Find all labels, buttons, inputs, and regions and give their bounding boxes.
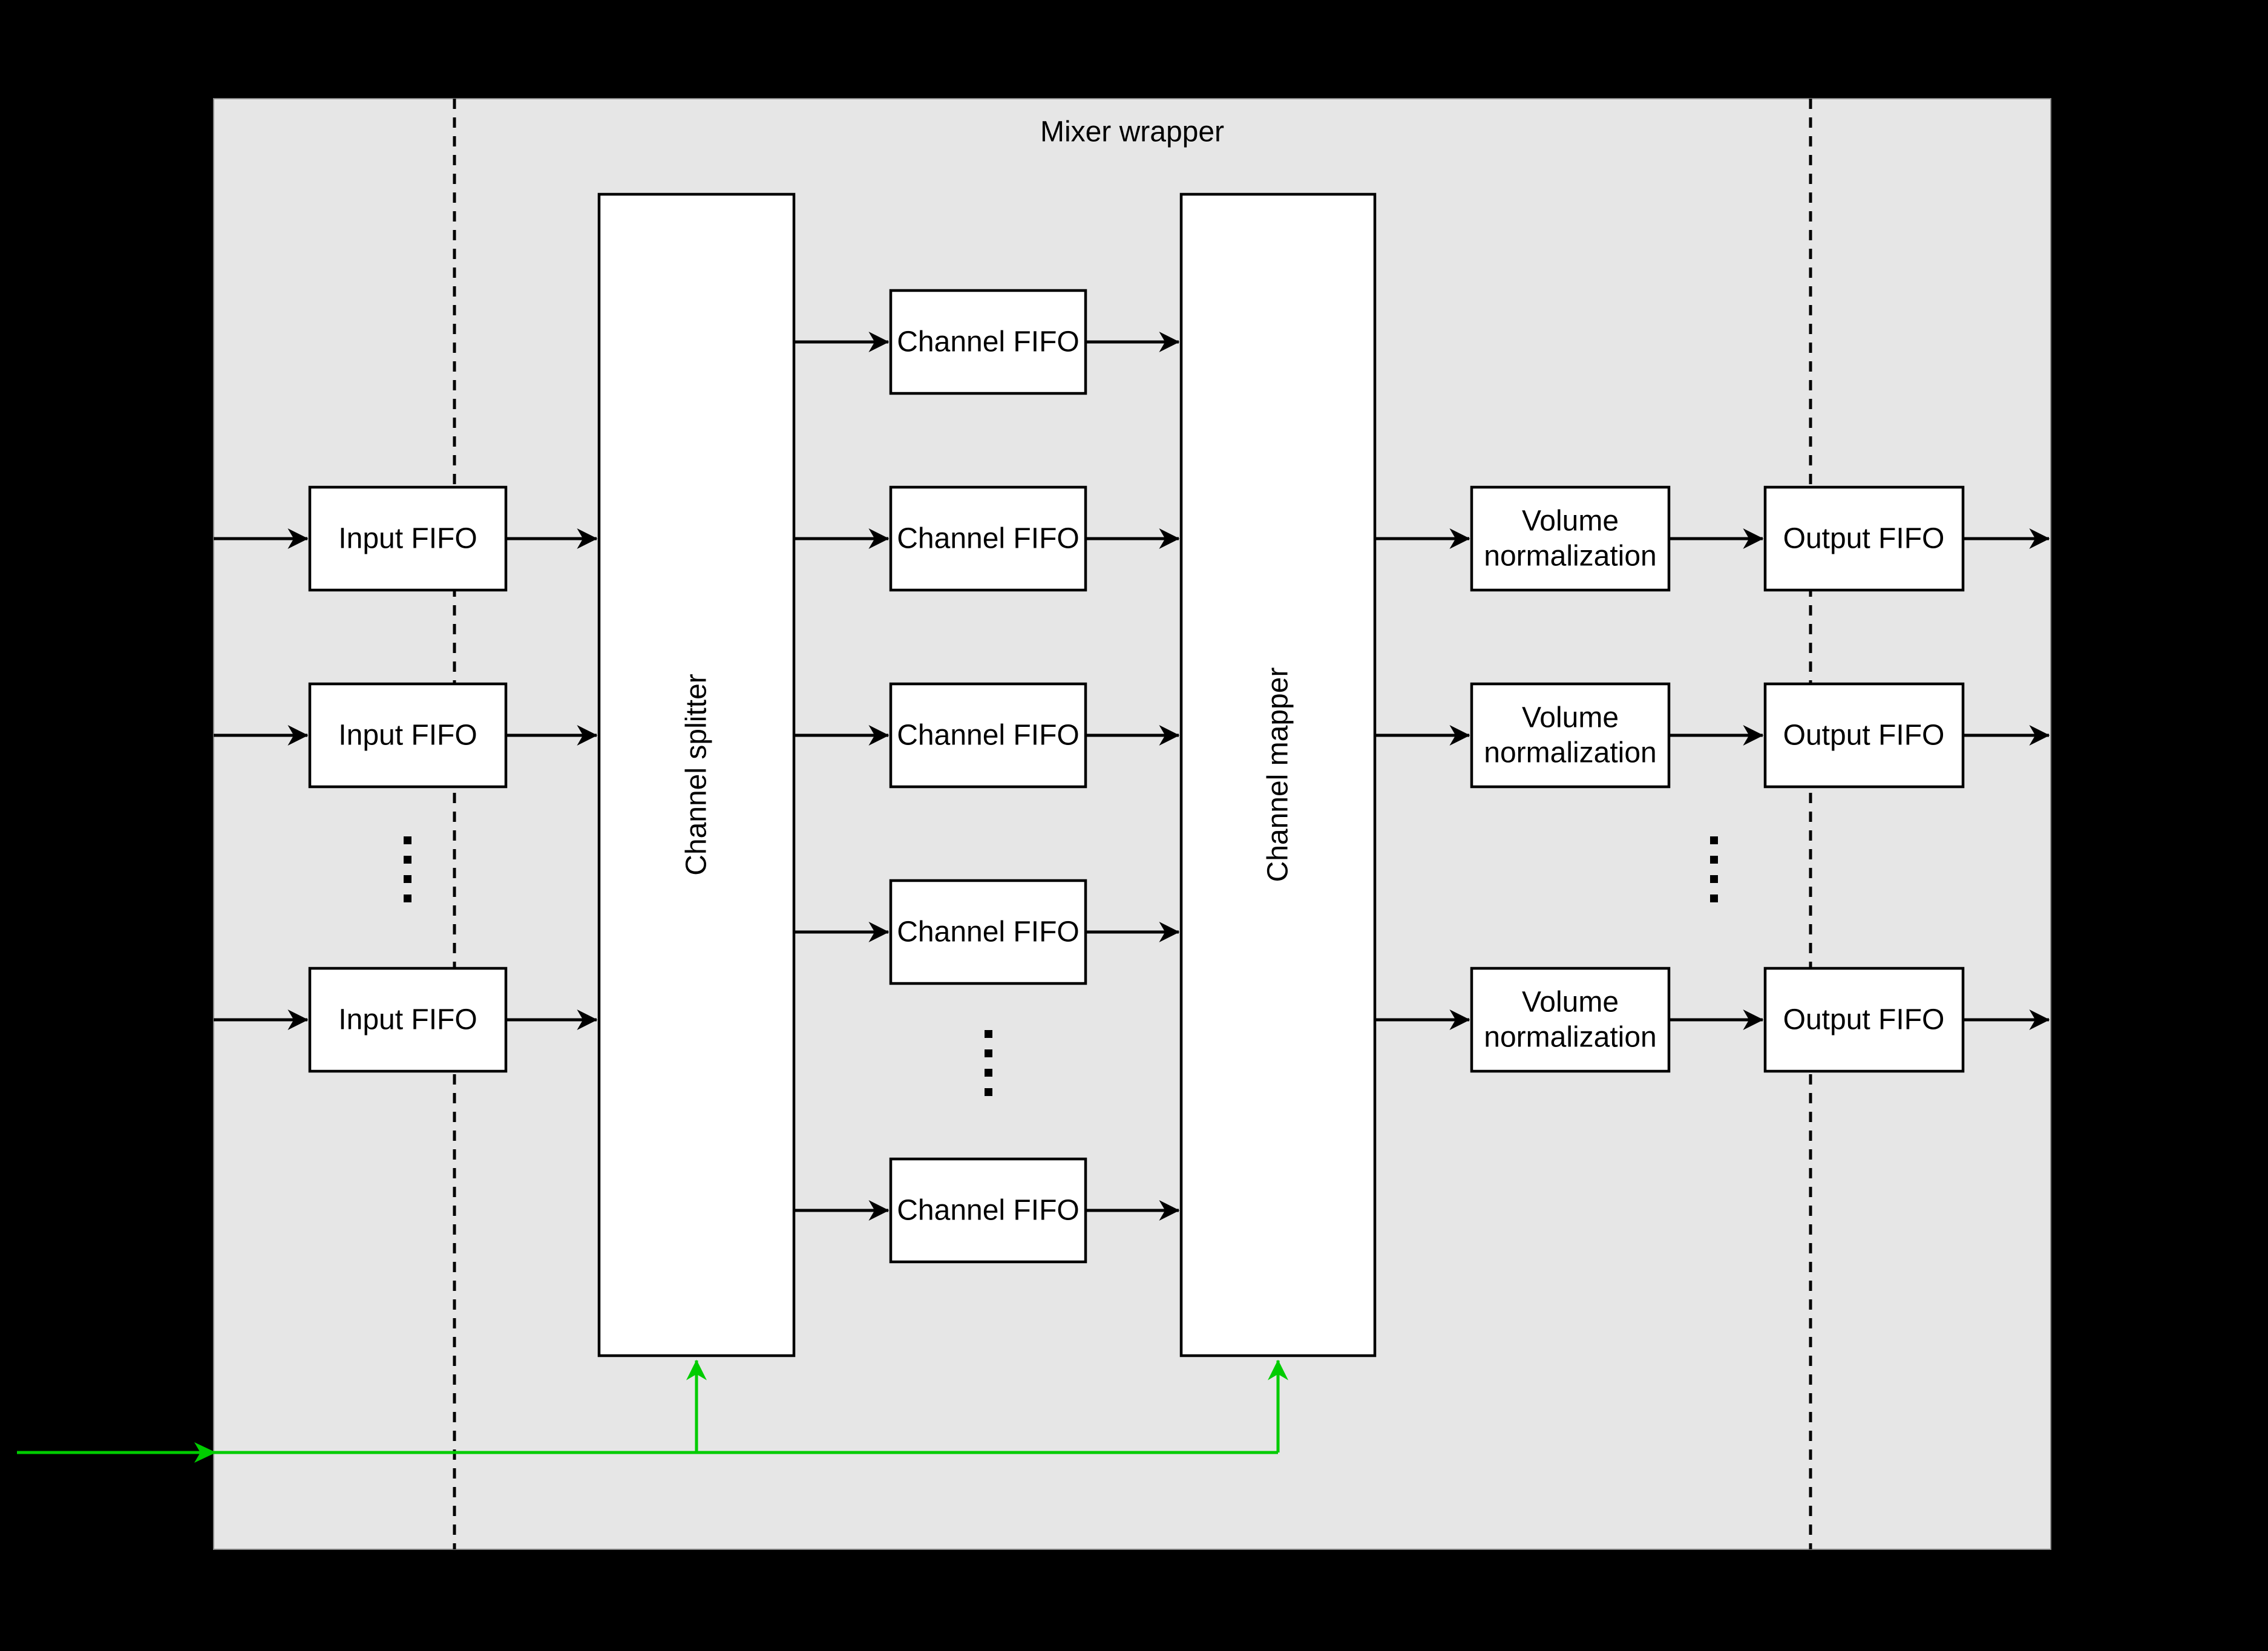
- diagram-title: Mixer wrapper: [1040, 116, 1224, 148]
- ellipsis-dot: [1710, 836, 1718, 844]
- volume-normalization-block-3: [1470, 967, 1671, 1073]
- channel-mapper-block: [1179, 192, 1377, 1357]
- ellipsis-dot: [404, 856, 411, 864]
- input-fifo-label-2: Input FIFO: [338, 720, 477, 752]
- blocks: Input FIFO Input FIFO Input FIFO Channel…: [308, 192, 1965, 1357]
- volume-normalization-label-3-line-2: normalization: [1484, 1022, 1656, 1054]
- channel-splitter-block: [597, 192, 796, 1357]
- channel-fifo-label-4: Channel FIFO: [897, 916, 1079, 948]
- volume-normalization-label-2-line-1: Volume: [1522, 702, 1619, 734]
- volume-normalization-block-2: [1470, 682, 1671, 789]
- channel-fifo-label-3: Channel FIFO: [897, 720, 1079, 752]
- channel-fifo-block-2: [889, 485, 1087, 592]
- channel-fifo-label-2: Channel FIFO: [897, 523, 1079, 555]
- output-fifo-block-3: [1763, 967, 1965, 1073]
- ellipsis-dot: [985, 1049, 992, 1057]
- volume-normalization-label-1-line-2: normalization: [1484, 540, 1656, 573]
- input-fifo-block-1: [308, 485, 508, 592]
- control-signal-entry-arrowhead: [194, 1442, 216, 1463]
- output-fifo-label-2: Output FIFO: [1783, 720, 1945, 752]
- control-signal: [17, 1359, 1288, 1463]
- channel-column-vertical-ellipsis: [985, 1030, 992, 1096]
- volume-normalization-label-1: Volume normalization: [1484, 505, 1656, 573]
- ellipsis-dot: [1710, 894, 1718, 902]
- volume-normalization-label-3-line-1: Volume: [1522, 986, 1619, 1019]
- ellipsis-dot: [1710, 875, 1718, 883]
- volume-normalization-label-1-line-1: Volume: [1522, 505, 1619, 537]
- volume-normalization-block-1: [1470, 485, 1671, 592]
- channel-fifo-block-5: [889, 1157, 1087, 1264]
- output-fifo-label-3: Output FIFO: [1783, 1004, 1945, 1036]
- input-fifo-block-3: [308, 967, 508, 1073]
- volume-normalization-label-2-line-2: normalization: [1484, 737, 1656, 769]
- channel-mapper-label: Channel mapper: [1262, 668, 1294, 882]
- mixer-wrapper-container: [213, 98, 2051, 1550]
- ellipsis-dot: [1710, 856, 1718, 864]
- output-column-vertical-ellipsis: [1710, 836, 1718, 902]
- channel-fifo-block-1: [889, 289, 1087, 395]
- channel-fifo-block-4: [889, 879, 1087, 985]
- ellipsis-dot: [404, 836, 411, 844]
- volume-normalization-label-3: Volume normalization: [1484, 986, 1656, 1054]
- channel-fifo-label-5: Channel FIFO: [897, 1195, 1079, 1227]
- input-fifo-label-1: Input FIFO: [338, 523, 477, 555]
- ellipsis-dot: [404, 875, 411, 883]
- output-fifo-label-1: Output FIFO: [1783, 523, 1945, 555]
- output-fifo-block-2: [1763, 682, 1965, 789]
- flow-arrows: [214, 332, 2050, 1221]
- channel-fifo-block-3: [889, 682, 1087, 789]
- input-fifo-block-2: [308, 682, 508, 789]
- channel-fifo-label-1: Channel FIFO: [897, 326, 1079, 358]
- input-fifo-label-3: Input FIFO: [338, 1004, 477, 1036]
- input-column-vertical-ellipsis: [404, 836, 411, 902]
- ellipsis-dot: [985, 1069, 992, 1077]
- ellipsis-dot: [985, 1030, 992, 1038]
- output-fifo-block-1: [1763, 485, 1965, 592]
- ellipsis-dot: [404, 894, 411, 902]
- channel-splitter-label: Channel splitter: [681, 674, 713, 876]
- volume-normalization-label-2: Volume normalization: [1484, 702, 1656, 769]
- ellipsis-dot: [985, 1088, 992, 1096]
